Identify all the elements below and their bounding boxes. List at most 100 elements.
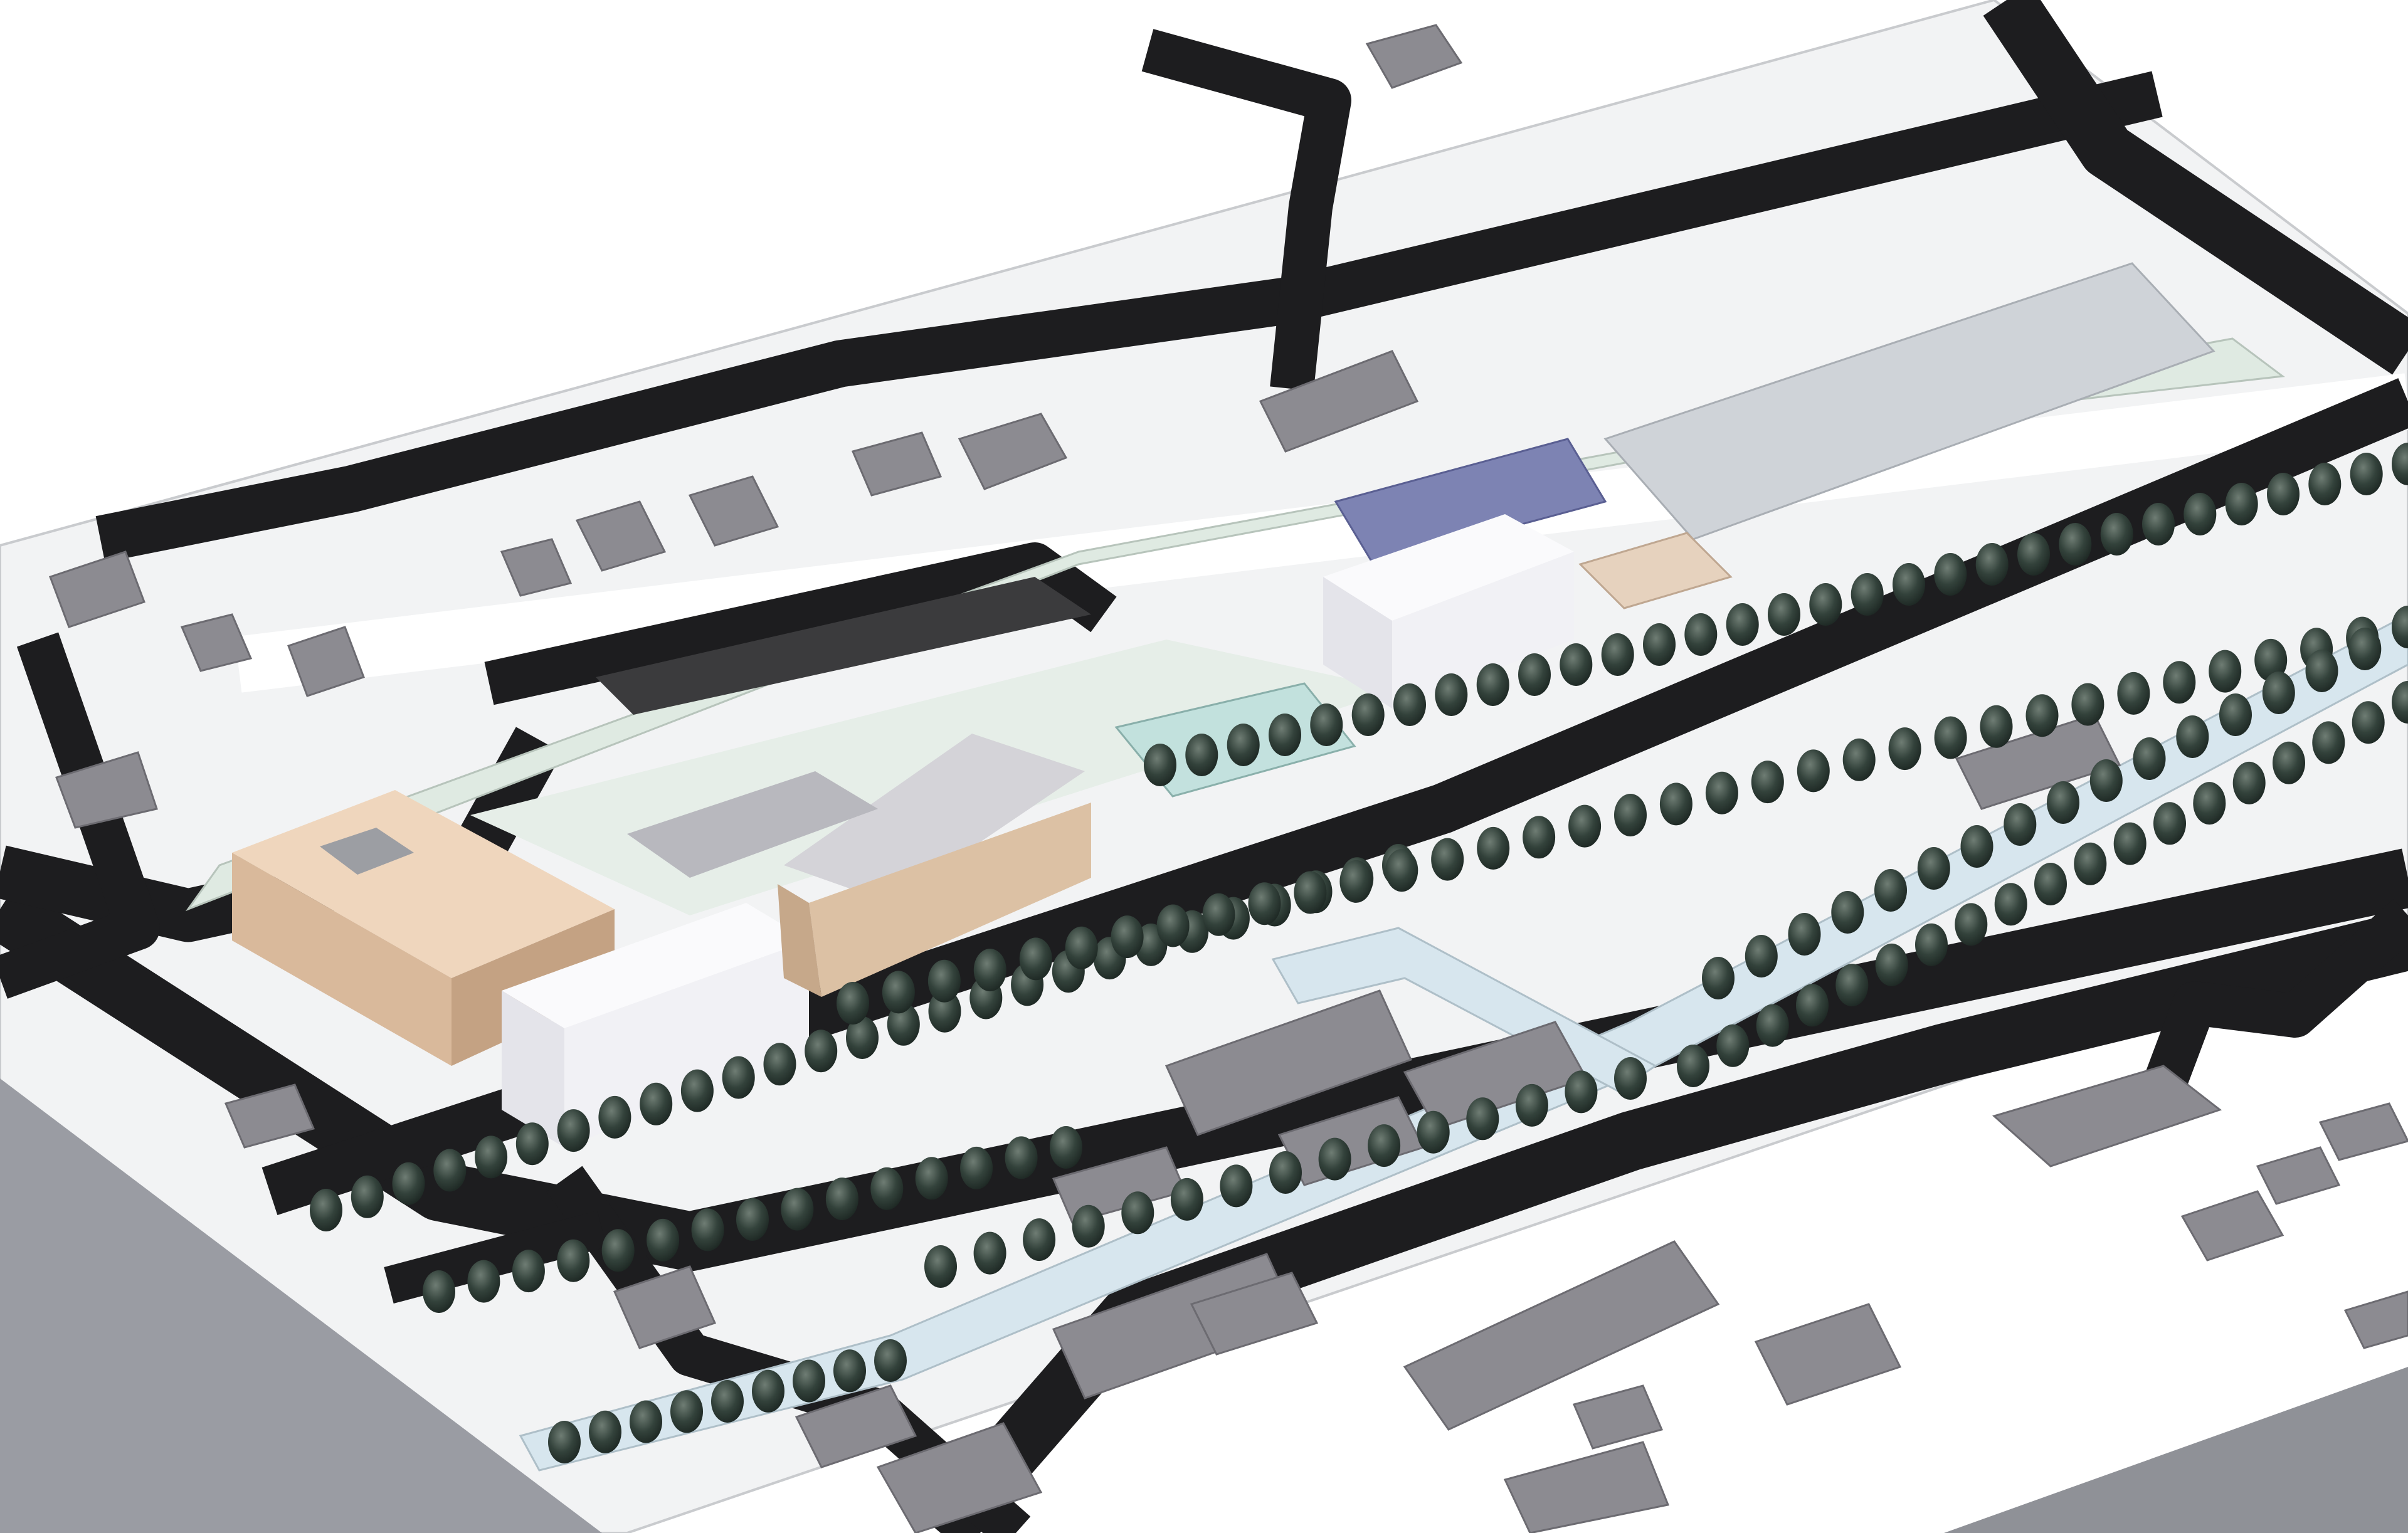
tree (1170, 1177, 1203, 1221)
tree (2025, 694, 2059, 737)
tree (874, 1339, 907, 1382)
tree (1994, 883, 2027, 926)
tree (1523, 816, 1556, 859)
tree (1831, 891, 1864, 934)
tree (589, 1410, 621, 1453)
tree (837, 982, 869, 1025)
white-tower-roof (1323, 514, 1574, 621)
context-building (688, 475, 779, 547)
tree (846, 1016, 879, 1059)
tree (1677, 1045, 1709, 1087)
tree (670, 1390, 703, 1433)
tree (1111, 915, 1144, 959)
tree (548, 1421, 581, 1463)
tree (2100, 513, 2133, 556)
tree (1568, 804, 1602, 848)
tree (1072, 1204, 1105, 1248)
main-buildings (232, 514, 1733, 1147)
tree (1435, 673, 1468, 716)
tree (1351, 693, 1385, 736)
tree (2348, 628, 2382, 670)
tree (793, 1359, 825, 1403)
tree (640, 1082, 673, 1125)
tree (1745, 935, 1778, 977)
context-building (2256, 1146, 2341, 1205)
tree (2163, 661, 2196, 704)
road-southwest-link (384, 1210, 607, 1304)
tree (1318, 1137, 1351, 1181)
tree (2262, 672, 2295, 714)
housing-slab-roof (784, 734, 1085, 903)
tree (1185, 734, 1218, 776)
tree (1019, 937, 1052, 981)
road-parking-spur (484, 542, 1117, 705)
tree (928, 989, 961, 1033)
tree (1248, 882, 1281, 925)
white-block-front (502, 991, 564, 1147)
tree (351, 1175, 384, 1218)
tree (927, 959, 961, 1003)
context-building (49, 551, 145, 628)
tree (1269, 714, 1301, 756)
context-building (851, 431, 943, 497)
tree (2267, 473, 2300, 515)
tree (557, 1239, 590, 1282)
white-block-roof (502, 903, 809, 1028)
gray-mid-block (627, 771, 878, 878)
white-tower-front (1323, 577, 1392, 709)
tree (1156, 904, 1190, 947)
tree (1269, 1151, 1302, 1194)
tree (1751, 761, 1784, 804)
tree (2312, 721, 2345, 764)
context-building (1992, 1065, 2222, 1167)
tree (1565, 1070, 1598, 1114)
tree (1797, 749, 1830, 793)
housing-slab-side (778, 884, 821, 997)
context-building (958, 413, 1068, 490)
tree (1393, 683, 1426, 726)
tree (2352, 701, 2385, 744)
tree (2074, 842, 2107, 885)
tree (1716, 1024, 1750, 1067)
tree (2232, 761, 2266, 804)
tree (680, 1069, 714, 1112)
context-building (1365, 24, 1463, 89)
road-east-branch (2136, 898, 2408, 1112)
tree (1385, 849, 1418, 892)
tree (2308, 463, 2342, 505)
tree (1121, 1191, 1154, 1235)
tree (475, 1135, 508, 1179)
tree (1955, 903, 1988, 946)
beige-building-roof (232, 790, 615, 978)
context-building (876, 1422, 1043, 1533)
tree (752, 1369, 784, 1413)
tree (1684, 613, 1718, 656)
tree (2273, 741, 2305, 784)
tree (2305, 650, 2338, 692)
tree (1960, 825, 1993, 868)
tree (2004, 803, 2037, 846)
tree (2117, 672, 2150, 715)
tree (1796, 984, 1829, 1027)
beige-building-front (232, 853, 452, 1066)
context-building (575, 500, 667, 572)
tree (1005, 1136, 1038, 1179)
tree (924, 1245, 957, 1288)
road-north-bend (1141, 29, 1351, 391)
context-building (224, 1083, 315, 1149)
context-building (1259, 350, 1419, 453)
tree (691, 1208, 724, 1251)
tree (1702, 957, 1735, 999)
tree (781, 1188, 814, 1231)
tree (1368, 1124, 1401, 1167)
tree (1515, 1083, 1548, 1127)
tree (1851, 573, 1884, 616)
context-building (795, 1384, 917, 1468)
tree (1417, 1110, 1450, 1154)
tree (2142, 503, 2175, 545)
tree (1466, 1097, 1499, 1141)
road-north-edge (95, 71, 2163, 562)
tree (1476, 663, 1509, 706)
tree (2350, 453, 2383, 495)
